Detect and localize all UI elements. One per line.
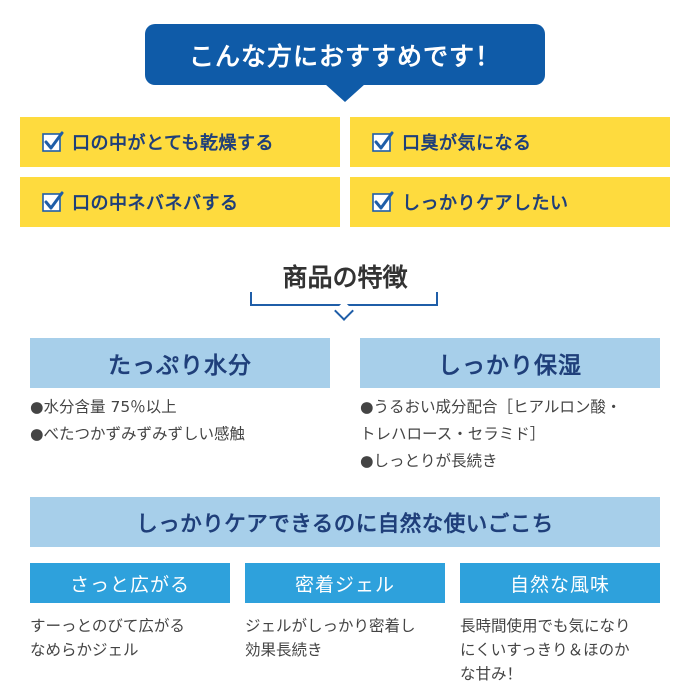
desc-line: ジェルがしっかり密着し xyxy=(245,617,416,635)
sub-feature-desc-gel: ジェルがしっかり密着し 効果長続き xyxy=(245,614,455,662)
checkmark-icon xyxy=(372,131,394,152)
sub-feature-heading-text: さっと広がる xyxy=(69,573,190,596)
natural-feel-heading-text: しっかりケアできるのに自然な使いごこち xyxy=(136,511,554,537)
header-banner-tail xyxy=(325,84,365,102)
checkmark-icon xyxy=(42,191,64,212)
feature-bullets-hydration: ●うるおい成分配合［ヒアルロン酸・ トレハロース・セラミド］ ●しっとりが長続き xyxy=(360,394,670,475)
sub-feature-heading-text: 密着ジェル xyxy=(294,573,395,596)
feature-heading-text: しっかり保湿 xyxy=(438,353,582,379)
sub-feature-desc-flavor: 長時間使用でも気になり にくいすっきり＆ほのか な甘み！ xyxy=(460,614,670,686)
checklist-item-sticky-mouth: 口の中ネバネバする xyxy=(20,177,340,227)
header-title: こんな方におすすめです！ xyxy=(188,41,501,71)
sub-feature-desc-spread: すーっとのびて広がる なめらかジェル xyxy=(30,614,240,662)
bullet-item: ●うるおい成分配合［ヒアルロン酸・ xyxy=(360,398,622,416)
feature-bullets-moisture: ●水分含量 75％以上 ●べたつかずみずみずしい感触 xyxy=(30,394,340,448)
bullet-item: ●水分含量 75％以上 xyxy=(30,398,177,416)
sub-feature-heading-gel: 密着ジェル xyxy=(245,563,445,603)
checkmark-icon xyxy=(42,131,64,152)
checklist-label: しっかりケアしたい xyxy=(402,193,569,214)
feature-heading-moisture: たっぷり水分 xyxy=(30,338,330,388)
feature-heading-text: たっぷり水分 xyxy=(108,353,252,379)
bullet-item: ●しっとりが長続き xyxy=(360,452,498,470)
desc-line: なめらかジェル xyxy=(30,641,139,659)
checkmark-icon xyxy=(372,191,394,212)
sub-feature-heading-text: 自然な風味 xyxy=(509,573,610,596)
checklist-label: 口臭が気になる xyxy=(402,133,532,154)
desc-line: 長時間使用でも気になり xyxy=(460,617,631,635)
natural-feel-heading: しっかりケアできるのに自然な使いごこち xyxy=(30,497,660,547)
features-title: 商品の特徴 xyxy=(282,263,408,292)
checklist-label: 口の中ネバネバする xyxy=(72,193,239,214)
checklist-item-dry-mouth: 口の中がとても乾燥する xyxy=(20,117,340,167)
sub-feature-heading-spread: さっと広がる xyxy=(30,563,230,603)
bullet-item: トレハロース・セラミド］ xyxy=(360,425,546,443)
bullet-item: ●べたつかずみずみずしい感触 xyxy=(30,425,246,443)
desc-line: な甘み！ xyxy=(460,665,523,683)
header-banner: こんな方におすすめです！ xyxy=(145,24,545,85)
checklist-item-thorough-care: しっかりケアしたい xyxy=(350,177,670,227)
checklist-item-bad-breath: 口臭が気になる xyxy=(350,117,670,167)
feature-heading-hydration: しっかり保湿 xyxy=(360,338,660,388)
desc-line: すーっとのびて広がる xyxy=(30,617,185,635)
desc-line: にくいすっきり＆ほのか xyxy=(460,641,630,659)
sub-feature-heading-flavor: 自然な風味 xyxy=(460,563,660,603)
desc-line: 効果長続き xyxy=(245,641,323,659)
checklist-label: 口の中がとても乾燥する xyxy=(72,133,275,154)
